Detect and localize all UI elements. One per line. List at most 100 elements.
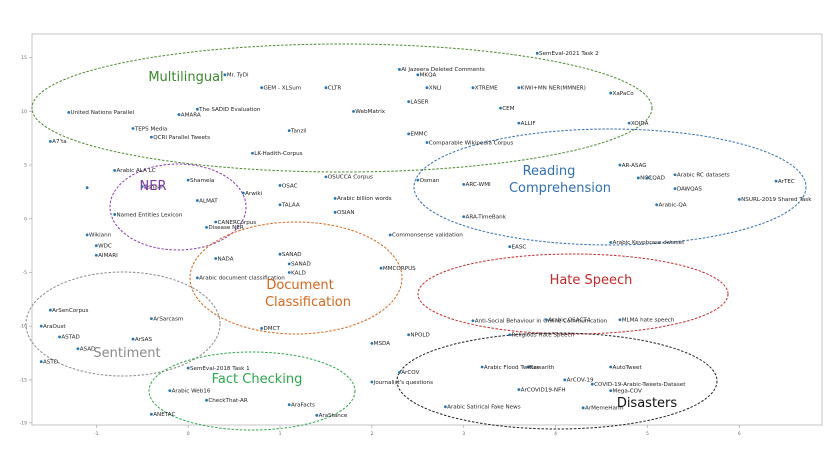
point-label: ALLIF (521, 121, 536, 127)
point-label: Arwiki (245, 191, 262, 197)
cluster-ellipse-sentiment (25, 271, 221, 377)
point-label: Kawarith (530, 365, 555, 371)
point-label: DMCT (263, 326, 280, 332)
point-label: Disease NER (208, 225, 243, 231)
data-point (48, 140, 52, 143)
data-point (287, 129, 291, 133)
data-point (113, 169, 117, 172)
data-point (443, 405, 447, 409)
data-point (517, 388, 521, 391)
cluster-label: Document (266, 278, 333, 293)
point-label: CANERCorpus (218, 220, 257, 226)
point-label: Ashaar (144, 184, 164, 190)
point-label: ArSarcasm (153, 316, 183, 322)
data-point (627, 121, 631, 125)
data-point (113, 213, 117, 216)
data-point (150, 135, 153, 139)
data-point (609, 389, 613, 393)
data-point (48, 308, 52, 312)
data-point (260, 326, 264, 330)
data-point (168, 389, 172, 393)
point-label: KIWI+MN NER(MMNER) (521, 86, 586, 92)
data-point (205, 225, 208, 229)
data-point (737, 198, 741, 201)
data-point (425, 86, 429, 90)
y-tick-label: -5 (23, 270, 28, 276)
point-label: Named Entities Lexicon (116, 212, 182, 218)
point-label: OSUCCA Corpus (328, 175, 373, 181)
point-label: A7'ta (52, 139, 67, 145)
x-tick-label: 3 (462, 431, 465, 437)
data-point (609, 365, 613, 369)
data-point (581, 406, 585, 410)
data-point (333, 210, 337, 214)
point-label: XaPaCo (613, 91, 635, 97)
data-point (287, 262, 291, 266)
data-point (324, 175, 328, 179)
point-label: ArCOVID19-NFH (521, 387, 566, 393)
cluster-label: Comprehension (509, 181, 611, 196)
cluster-label: Sentiment (93, 346, 160, 361)
data-point (618, 318, 622, 322)
x-tick-label: -1 (94, 431, 99, 437)
point-label: ArCOV-19 (567, 378, 594, 384)
point-label: Arabic billion words (337, 196, 392, 202)
point-label: Mr. TyDi (227, 73, 249, 79)
data-point (278, 252, 282, 256)
data-point (499, 106, 502, 110)
y-tick-label: -10 (20, 324, 27, 330)
data-point (636, 176, 640, 180)
data-point (563, 378, 567, 382)
data-point (590, 382, 594, 386)
point-label: XNLI (429, 86, 442, 92)
cluster-label: Hate Speech (550, 273, 633, 288)
point-label: OSIAN (337, 210, 355, 216)
y-tick-label: 15 (21, 55, 27, 61)
data-point (379, 266, 383, 270)
cluster-ellipse-hate (417, 253, 729, 335)
data-point (398, 370, 401, 374)
point-label: CLTR (328, 86, 342, 92)
data-point (195, 199, 199, 202)
data-point (388, 233, 392, 237)
data-point (609, 240, 613, 244)
point-label: ArCOV (401, 370, 419, 376)
data-point (214, 220, 218, 224)
point-label: Anti-Social Behaviour in Online Communic… (475, 319, 608, 325)
data-point (195, 276, 199, 280)
data-point (471, 319, 475, 323)
data-point (471, 86, 475, 90)
point-label: MMCORPUS (383, 266, 416, 272)
cluster-ellipse-document (189, 221, 403, 335)
data-point (251, 151, 254, 155)
point-label: AraStance (319, 413, 348, 419)
cluster-ellipse-multilingual (31, 43, 653, 173)
point-label: MKQA (420, 73, 437, 79)
data-point (462, 215, 466, 219)
data-point (517, 121, 521, 125)
data-point (131, 127, 135, 130)
point-label: Shamela (190, 178, 214, 184)
x-tick-label: 4 (554, 431, 557, 437)
point-label: OSAC (282, 183, 298, 189)
plot-frame (31, 33, 823, 426)
point-label: Arabic ALA LC (116, 168, 155, 174)
data-point (526, 365, 530, 369)
point-label: LK-Hadith-Corpus (254, 151, 302, 157)
cluster-label: Fact Checking (212, 372, 303, 387)
cluster-ellipses (25, 43, 807, 431)
data-point (407, 333, 411, 337)
point-label: AraFacts (291, 402, 315, 408)
data-point (278, 184, 282, 187)
point-label: QCRI Parallel Tweets (153, 135, 210, 141)
cluster-ellipse-disasters (396, 332, 718, 430)
point-label: NADA (218, 256, 234, 262)
point-label: CEM (502, 106, 514, 112)
data-point (58, 335, 61, 339)
point-label: SANAD (282, 252, 302, 258)
cluster-ellipse-reading (413, 128, 807, 246)
data-point (278, 203, 282, 207)
point-label: Arabic Satirical Fake News (447, 405, 521, 411)
data-point (609, 91, 613, 95)
